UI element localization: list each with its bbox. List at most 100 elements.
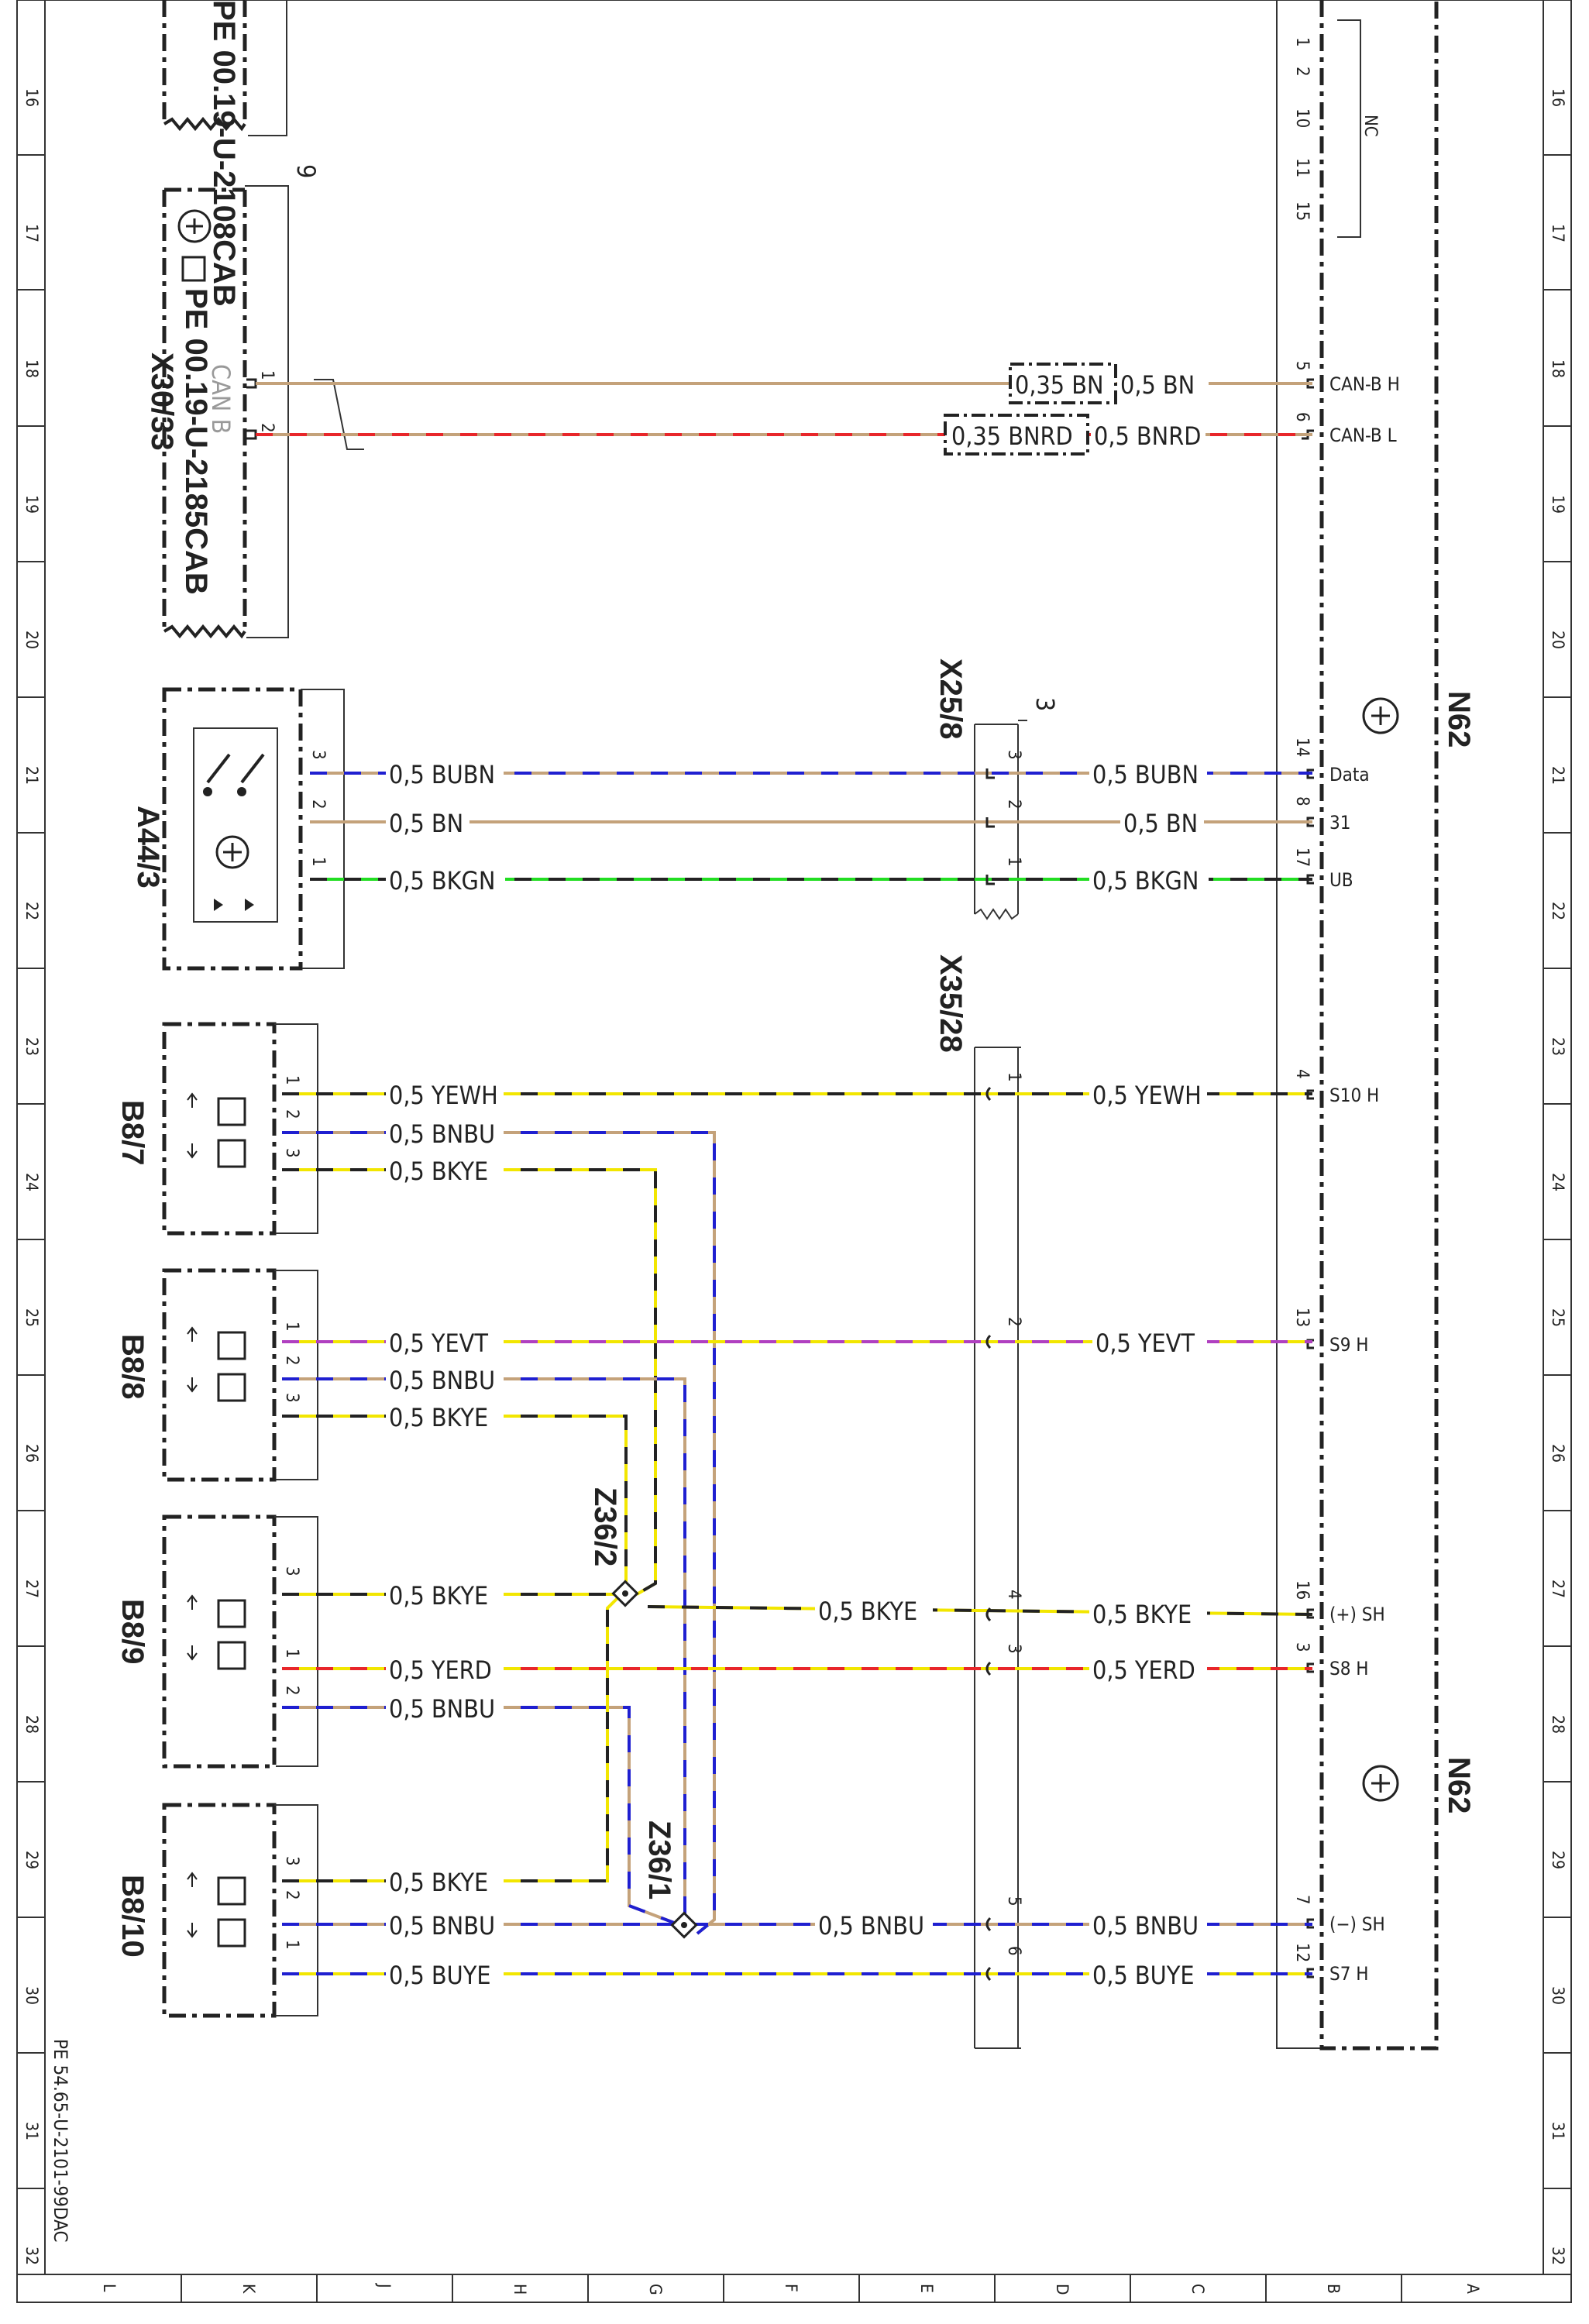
row-number: 26 <box>22 1444 41 1463</box>
pin-number: 1 <box>282 1075 301 1085</box>
pin-name: Data <box>1329 764 1370 786</box>
a44-3-label: A44/3 <box>131 806 165 889</box>
pin-number: 3 <box>282 1566 301 1576</box>
transistor-icon <box>1362 697 1399 734</box>
pin-number: 3 <box>308 750 328 760</box>
wire-b810-bkye <box>282 1594 621 1882</box>
row-number: 19 <box>1549 495 1567 514</box>
pin-number: 5 <box>1004 1896 1023 1906</box>
document-id: PE 54.65-U-2101-99DAC <box>50 2039 71 2243</box>
pin-number: 3 <box>1292 1642 1312 1652</box>
wire-label: 0,5 BNBU <box>818 1911 924 1941</box>
column-letter: K <box>239 2284 258 2294</box>
x35-28-connector: X35/28 1 2 4 3 5 6 <box>934 954 1023 2049</box>
b8-10-block: B8/10 3 2 1 <box>115 1803 318 2018</box>
wire-label: 0,5 BKYE <box>389 1157 488 1186</box>
pin-name: S7 H <box>1329 1963 1369 1985</box>
pin-number: 2 <box>282 1686 301 1696</box>
pin-number: 2 <box>257 423 277 433</box>
wire-label: 0,5 BNBU <box>389 1911 495 1941</box>
pin-number: 17 <box>1292 847 1312 867</box>
column-letter: D <box>1053 2284 1071 2295</box>
row-number: 23 <box>22 1037 41 1056</box>
pin-number: 7 <box>1292 1895 1312 1905</box>
row-number: 30 <box>22 1986 41 2005</box>
pin-name: UB <box>1329 869 1353 891</box>
row-number: 20 <box>1549 631 1567 649</box>
wire-label: 0,5 BUBN <box>1092 760 1199 789</box>
connector-contacts <box>985 768 995 1982</box>
column-letter: G <box>646 2284 665 2295</box>
row-number: 24 <box>22 1173 41 1191</box>
pin-number: 14 <box>1292 737 1312 757</box>
transistor-icon <box>215 835 249 869</box>
row-number: 20 <box>22 631 41 649</box>
row-number: 27 <box>22 1580 41 1598</box>
row-number: 22 <box>1549 902 1567 920</box>
pin-number: 1 <box>1004 1072 1023 1082</box>
hand-pointer-icon <box>181 256 206 282</box>
wire-label: 0,5 BKYE <box>1092 1600 1192 1629</box>
splice-z36-2: Z36/2 <box>588 1487 639 1607</box>
wire-label: 0,5 BKGN <box>389 866 495 896</box>
pin-number: 2 <box>1004 799 1023 810</box>
wire-label: 0,5 BUYE <box>389 1961 491 1990</box>
column-letter: J <box>375 2283 394 2288</box>
b8-7-label: B8/7 <box>115 1100 150 1166</box>
row-number: 24 <box>1549 1173 1567 1191</box>
row-number: 31 <box>1549 2122 1567 2140</box>
row-number: 30 <box>1549 1986 1567 2005</box>
row-number: 29 <box>1549 1851 1567 1869</box>
wire-label: 0,5 BUBN <box>389 760 495 789</box>
x30-33-block: 9 PE 00.19-U-2185CAB CAN B X30/33 1 2 <box>145 164 364 639</box>
pin-number: 4 <box>1004 1590 1023 1600</box>
b8-9-label: B8/9 <box>115 1599 150 1665</box>
pin-number: 3 <box>282 1856 301 1866</box>
nc-pin: 1 <box>1292 37 1312 47</box>
pin-number: 1 <box>282 1940 301 1950</box>
frame <box>16 0 1572 2303</box>
can-page-ref: 9 <box>291 164 321 178</box>
wire-label: 0,5 BKYE <box>818 1597 917 1626</box>
pin-name: CAN-B L <box>1329 425 1397 446</box>
pin-number: 3 <box>1004 750 1023 760</box>
pin-name: (+) SH <box>1329 1604 1385 1625</box>
column-letter: F <box>782 2284 800 2292</box>
row-number: 16 <box>1549 88 1567 107</box>
wire-label: 0,5 BKYE <box>389 1581 488 1611</box>
row-number: 17 <box>22 224 41 242</box>
wire-label: 0,5 YEWH <box>1092 1081 1202 1110</box>
pin-number: 1 <box>1004 857 1023 867</box>
pin-name: CAN-B H <box>1329 373 1400 395</box>
x25-8-label: X25/8 <box>934 658 968 740</box>
transistor-icon <box>177 209 212 243</box>
b8-8-block: B8/8 1 2 3 <box>115 1268 318 1482</box>
wire-labels: 0,35 BN 0,5 BN 0,35 BNRD 0,5 BNRD 0,5 BU… <box>386 369 1209 1990</box>
wire-label: 0,5 BNBU <box>389 1694 495 1724</box>
column-letter: A <box>1463 2284 1482 2294</box>
row-number: 29 <box>22 1851 41 1869</box>
z36-1-label: Z36/1 <box>642 1820 676 1899</box>
row-number: 22 <box>22 902 41 920</box>
wire-label: 0,5 BKGN <box>1092 866 1199 896</box>
led-icon <box>214 899 254 911</box>
a44-3-block: A44/3 3 2 1 <box>131 687 345 971</box>
wire-label: 0,5 BN <box>1123 809 1198 838</box>
z36-2-label: Z36/2 <box>588 1487 622 1566</box>
wire-label: 0,5 BNBU <box>389 1119 495 1149</box>
row-number: 18 <box>1549 359 1567 378</box>
pin-number: 1 <box>282 1648 301 1659</box>
wire-label: 0,5 YERD <box>1092 1655 1195 1685</box>
b8-9-block: B8/9 3 1 2 <box>115 1514 318 1769</box>
pin-number: 3 <box>282 1393 301 1403</box>
pin-number: 3 <box>1004 1644 1023 1654</box>
pin-number: 6 <box>1004 1946 1023 1956</box>
row-number: 23 <box>1549 1037 1567 1056</box>
pin-number: 2 <box>282 1890 301 1900</box>
nc-pin: 10 <box>1292 108 1312 128</box>
wire-label: 0,5 BN <box>389 809 463 838</box>
row-number: 32 <box>22 2247 41 2265</box>
pin-number: 5 <box>1292 361 1312 371</box>
nc-pin: 2 <box>1292 67 1312 77</box>
